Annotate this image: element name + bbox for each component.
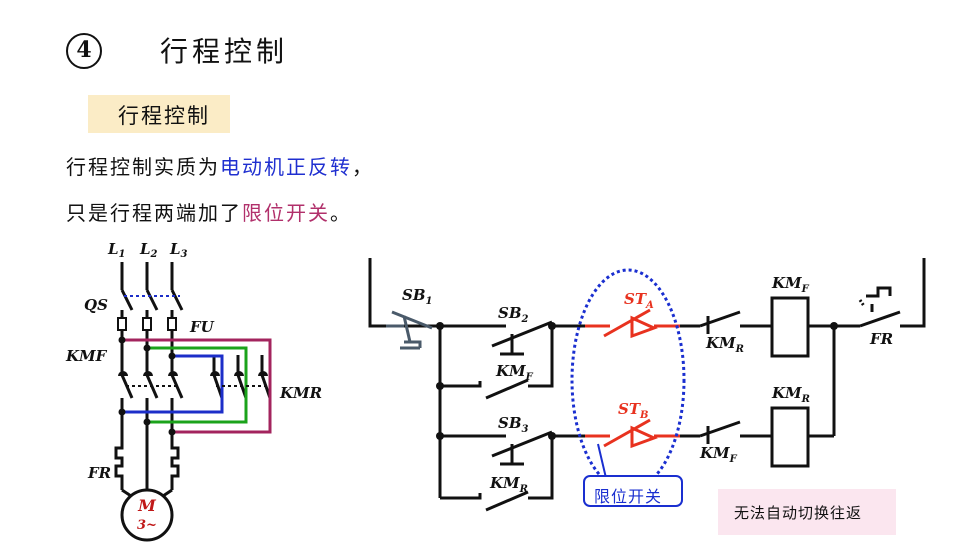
sb2-label: SB <box>498 304 522 322</box>
limit-switch-callout: 限位开关 <box>594 487 663 506</box>
note-text: 无法自动切换往返 <box>734 504 863 522</box>
body-line-1-prefix: 行程控制实质为 <box>66 155 220 179</box>
svg-text:KMR: KMR <box>705 334 744 355</box>
junction-dots-right <box>436 322 838 440</box>
note-box <box>718 489 896 535</box>
kmr-contact-sub: R <box>519 484 528 495</box>
fr-label-right: FR <box>869 330 893 348</box>
kmf-hold-contact <box>485 378 529 400</box>
kmf-contact-sub: F <box>525 372 534 383</box>
sb2-button <box>491 320 553 356</box>
motor-type: 3~ <box>137 518 157 533</box>
svg-text:L2: L2 <box>139 240 158 260</box>
phase-label-2: L <box>139 240 151 258</box>
body-line-1: 行程控制实质为电动机正反转， <box>66 151 374 180</box>
motor-name: M <box>137 496 157 515</box>
svg-text:KMR: KMR <box>771 384 810 405</box>
sta-label: ST <box>624 290 648 308</box>
phase-sub-3: 3 <box>181 249 188 260</box>
stb-label: ST <box>618 400 642 418</box>
svg-text:KMR: KMR <box>489 474 528 495</box>
kmr-interlock-sub: R <box>735 344 744 355</box>
heading-title: 行程控制 <box>160 35 289 68</box>
contactor-coils <box>770 296 810 468</box>
km-arc-marks <box>118 371 268 376</box>
callout-pointer <box>583 443 683 507</box>
motor: M 3~ <box>120 488 174 542</box>
kmf-label: KMF <box>65 347 108 365</box>
phase-sub-2: 2 <box>150 249 158 260</box>
svg-text:STB: STB <box>618 400 648 421</box>
sb3-sub: 3 <box>522 424 529 435</box>
kmf-contact-label: KM <box>495 362 526 380</box>
kmf-interlock-sub: F <box>729 454 738 465</box>
limit-switches <box>585 308 680 449</box>
kmr-interlock-label: KM <box>705 334 736 352</box>
svg-text:SB2: SB2 <box>498 304 529 325</box>
svg-text:SB3: SB3 <box>498 414 529 435</box>
control-labels: SB1 SB2 KMF SB3 KMR STA STB KMR KMF KMF … <box>402 274 893 495</box>
body-line-1-suffix: ， <box>352 155 374 179</box>
sb1-sub: 1 <box>426 296 433 307</box>
kmr-hold-contact <box>485 490 529 512</box>
fr-contact-right <box>858 286 901 328</box>
body-line-1-highlight: 电动机正反转 <box>220 155 352 179</box>
control-circuit-wiring <box>368 258 926 500</box>
interlock-contacts <box>699 310 741 444</box>
phase-label-3: L <box>169 240 181 258</box>
heading-number-circle: 4 <box>66 33 102 69</box>
sb2-sub: 2 <box>521 314 529 325</box>
phase-label-1: L <box>107 240 119 258</box>
svg-text:KMF: KMF <box>495 362 534 383</box>
coil-f-label: KM <box>771 274 802 292</box>
subtitle: 行程控制 <box>118 104 210 128</box>
svg-text:SB1: SB1 <box>402 286 432 307</box>
qs-label: QS <box>84 296 108 314</box>
stb-sub: B <box>639 410 648 421</box>
subtitle-highlight <box>88 95 230 133</box>
left-labels: L1 L2 L3 QS FU KMF KMR FR <box>65 240 322 482</box>
sta-sub: A <box>645 300 654 311</box>
body-line-2: 只是行程两端加了限位开关。 <box>66 197 352 226</box>
kmr-contact-label: KM <box>489 474 520 492</box>
sb3-label: SB <box>498 414 522 432</box>
phase-sub-1: 1 <box>119 249 126 260</box>
svg-text:KMF: KMF <box>771 274 810 295</box>
fr-label-left: FR <box>87 464 111 482</box>
body-line-2-prefix: 只是行程两端加了 <box>66 201 242 225</box>
kmr-label: KMR <box>279 384 322 402</box>
body-line-2-suffix: 。 <box>330 201 352 225</box>
sb1-stop-button <box>386 310 433 350</box>
fu-label: FU <box>189 318 215 336</box>
svg-text:L1: L1 <box>107 240 126 260</box>
svg-text:KMF: KMF <box>699 444 738 465</box>
sb1-label: SB <box>402 286 426 304</box>
coil-r-label: KM <box>771 384 802 402</box>
coil-f-sub: F <box>801 284 810 295</box>
sb3-button <box>491 430 553 466</box>
svg-text:STA: STA <box>624 290 654 311</box>
svg-text:L3: L3 <box>169 240 188 260</box>
junction-dots-left <box>118 336 176 436</box>
coil-r-sub: R <box>801 394 810 405</box>
body-line-2-highlight: 限位开关 <box>242 201 330 225</box>
kmf-interlock-label: KM <box>699 444 730 462</box>
